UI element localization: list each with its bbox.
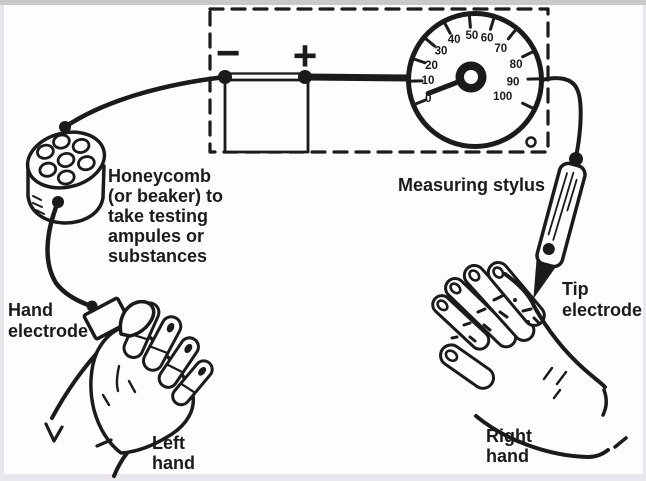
fingernail (449, 282, 462, 295)
palm-crease-lines (101, 364, 137, 407)
meter-scale-number: 70 (494, 43, 507, 55)
left-forearm-upper-edge (50, 351, 99, 420)
meter-scale-number: 10 (422, 75, 435, 87)
honeycomb-hole (71, 137, 91, 154)
fingernail (444, 349, 459, 363)
hand-web-edge (503, 272, 536, 308)
fingernail (198, 366, 207, 376)
meter-tick (521, 50, 535, 59)
battery-minus-symbol: − (216, 29, 241, 76)
meter-knob (525, 136, 537, 148)
knuckle-point-marks (450, 294, 541, 343)
labels: Honeycomb (or beaker) to take testing am… (8, 166, 642, 473)
honeycomb-hole (56, 152, 76, 168)
left-finger (141, 315, 183, 372)
left-finger (171, 359, 214, 407)
right-hand-label-line: hand (486, 446, 529, 466)
wrist-dash (95, 438, 113, 448)
meter-tick (412, 57, 427, 65)
point-dot (526, 320, 530, 324)
hand-bottom-edge (474, 414, 610, 459)
wrist-cuff-line (601, 388, 608, 417)
knuckle-line (150, 345, 168, 354)
tip-electrode-label-line: electrode (562, 300, 642, 320)
meter-scale-number: 40 (448, 34, 461, 46)
left-hand-label-line: hand (152, 453, 195, 473)
hand-right-edge (532, 304, 607, 389)
meter-tick (521, 101, 535, 110)
stylus-shading-lines (547, 171, 578, 241)
tip-electrode-label-line: Tip (562, 279, 589, 299)
stylus-tip-cone (533, 260, 557, 299)
fingernail (492, 266, 505, 279)
left-thumb (118, 299, 156, 338)
honeycomb-top (25, 130, 107, 190)
stylus-button (542, 242, 555, 255)
wire-meter-to-stylus (540, 76, 583, 159)
left-hand (44, 299, 214, 478)
meter-tick (506, 28, 518, 41)
measuring-stylus-label: Measuring stylus (398, 175, 545, 195)
fingernail (166, 322, 175, 333)
wrist-end-dash (613, 436, 628, 449)
honeycomb-hatching (32, 195, 45, 215)
meter-scale-number: 100 (493, 91, 512, 103)
meter-tick (443, 21, 452, 35)
meter-scale-number: 20 (425, 60, 438, 72)
wrist-v-mark (44, 422, 64, 443)
battery-box (223, 78, 310, 154)
honeycomb-label-line: Honeycomb (108, 166, 211, 186)
wire-honeycomb-to-battery (62, 74, 228, 130)
meter-scale-number: 30 (435, 45, 448, 57)
right-finger-middle (462, 263, 536, 342)
meter-tick (413, 98, 428, 106)
meter-scale-number: 50 (465, 30, 478, 42)
fingernail (184, 343, 193, 354)
meter-tick (424, 37, 436, 48)
right-hand-label-line: Right (486, 426, 532, 446)
right-finger-pinky (431, 294, 491, 351)
meter-scale-number: 0 (425, 93, 431, 105)
honeycomb-hole (77, 155, 96, 172)
honeycomb-label-line: ampules or (108, 226, 204, 246)
hand-crease-lines (542, 366, 568, 400)
meter-tick (488, 16, 496, 31)
right-hand (431, 261, 628, 459)
meter-hub-hole (464, 70, 478, 84)
meter-scale-number: 80 (510, 59, 523, 71)
wire-honeycomb-to-hand-electrode (45, 199, 94, 309)
battery-plus-symbol: + (293, 32, 318, 79)
top-edge-band (0, 0, 646, 5)
knuckle-line (166, 363, 184, 374)
knuckle-line (180, 382, 196, 394)
right-thumb (439, 343, 495, 390)
honeycomb (25, 121, 107, 225)
fingernail (436, 299, 449, 312)
meter-scale-number: 60 (481, 33, 494, 45)
wire-battery-to-meter (301, 73, 414, 82)
hand-electrode-label-line: electrode (8, 321, 88, 341)
left-hand-label-line: Left (152, 433, 185, 453)
honeycomb-label-line: take testing (108, 206, 208, 226)
honeycomb-hole (52, 133, 71, 150)
left-finger (157, 336, 200, 389)
hand-electrode-connector (86, 300, 98, 312)
honeycomb-label-line: substances (108, 246, 207, 266)
measuring-stylus (533, 151, 587, 299)
honeycomb-label-line: (or beaker) to (108, 186, 223, 206)
meter-tick (467, 14, 472, 29)
honeycomb-hole (36, 143, 55, 160)
honeycomb-hole (56, 169, 76, 186)
hand-electrode-label-line: Hand (8, 300, 53, 320)
honeycomb-top-connector (59, 121, 71, 133)
point-dot (513, 298, 517, 302)
meter-scale-number: 90 (507, 76, 520, 88)
honeycomb-hole (38, 161, 58, 178)
fingernail (468, 269, 481, 282)
